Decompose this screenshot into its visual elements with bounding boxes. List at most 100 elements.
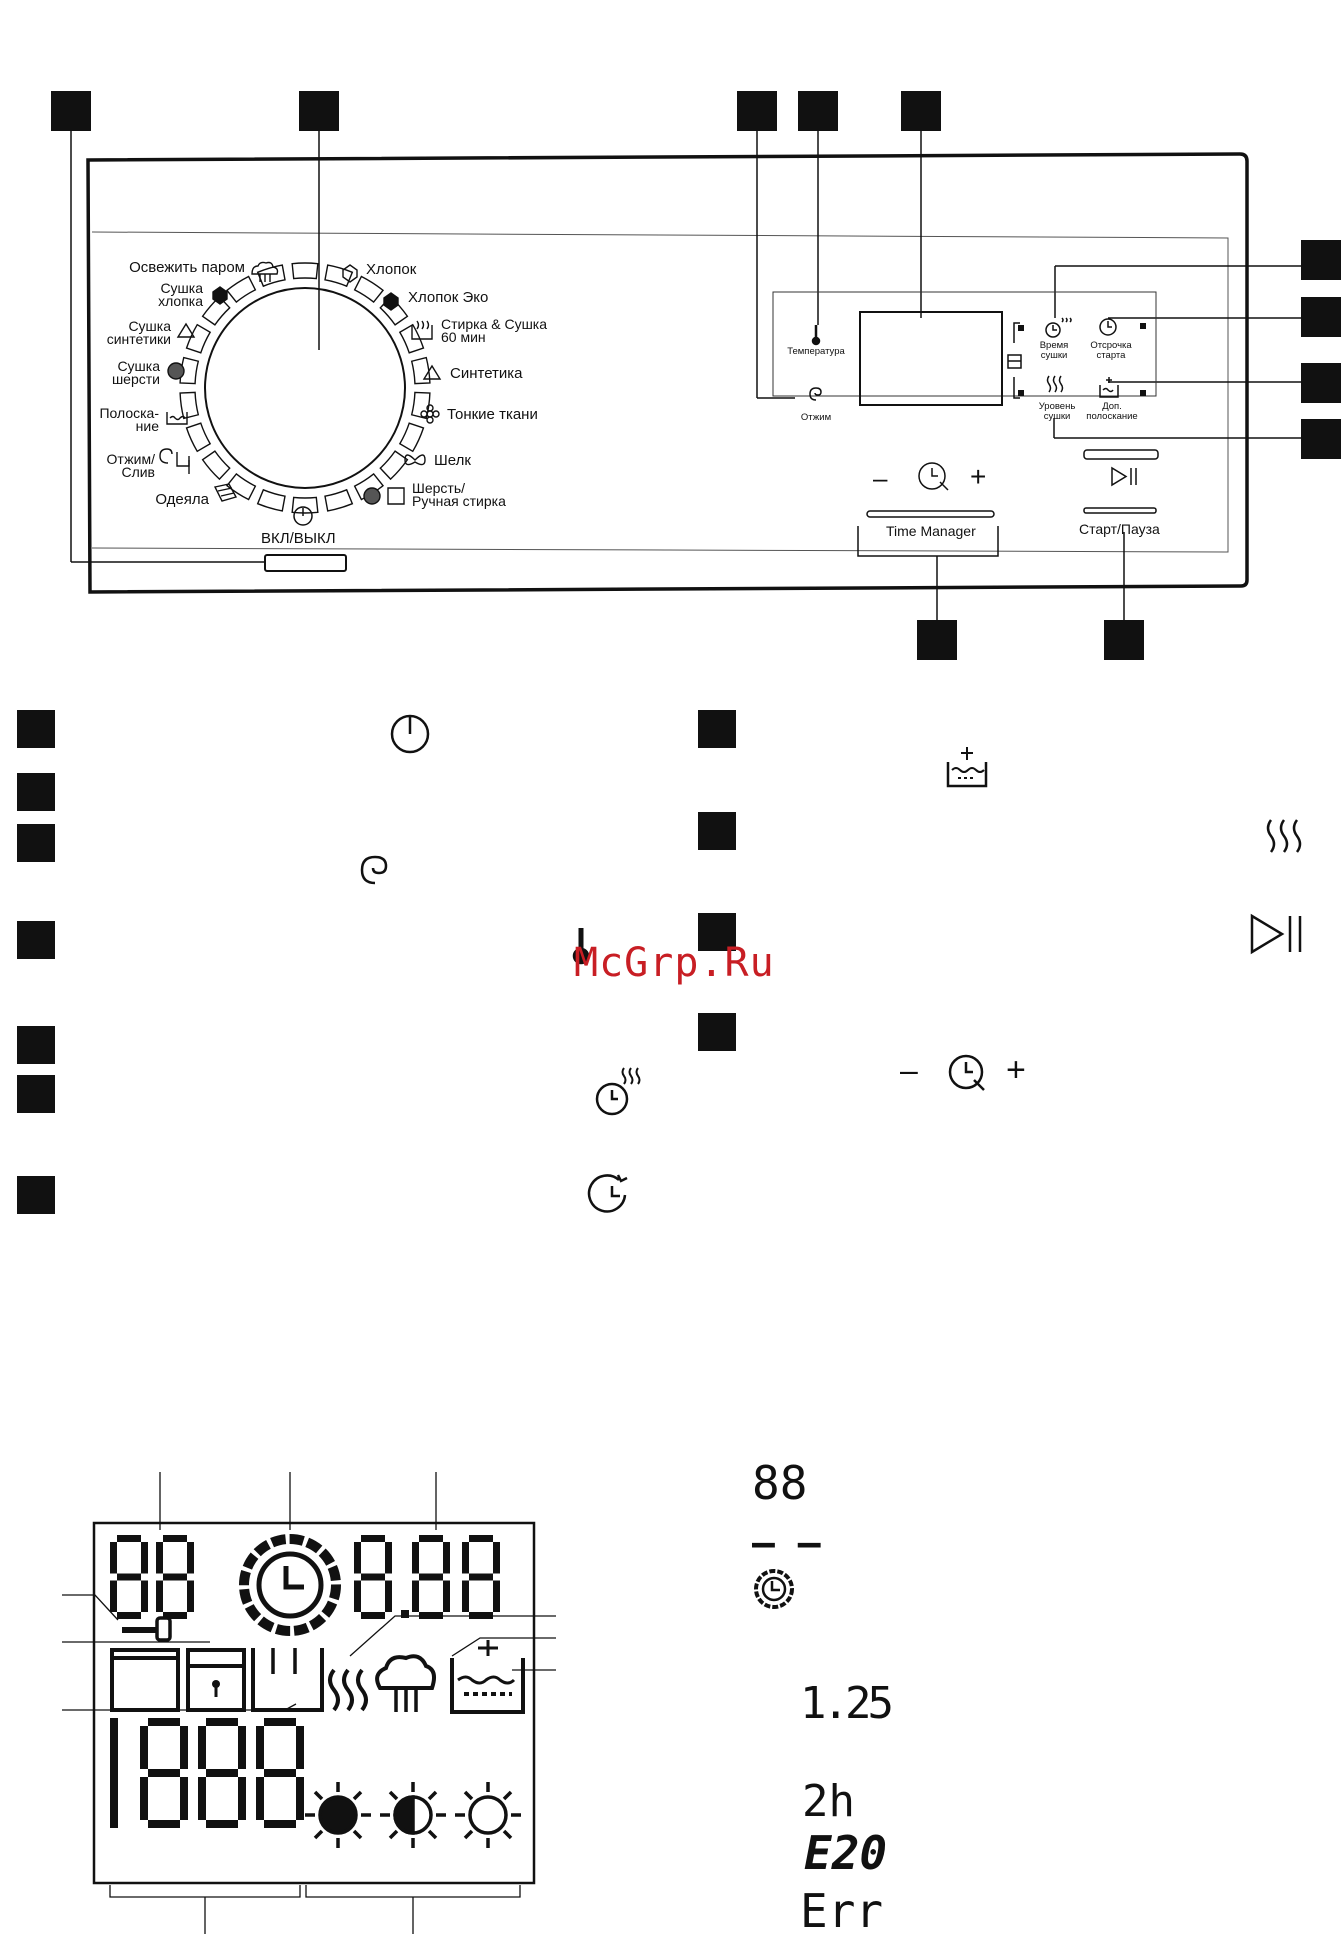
- dial-program-label: Одеяла: [155, 491, 209, 508]
- legend-item-11: [698, 1013, 736, 1051]
- spin-icon: [360, 855, 388, 885]
- lcd-segment: [264, 1718, 296, 1726]
- spin-button-label: Отжим: [800, 412, 832, 423]
- lcd-segment: [110, 1718, 118, 1828]
- temperature-button-label: Температура: [787, 346, 845, 357]
- dial-segment: [324, 488, 354, 512]
- dial-segment-ring: [179, 262, 431, 514]
- lcd-segment: [141, 1542, 148, 1574]
- lcd-segment: [264, 1769, 296, 1777]
- legend-item-10: [698, 913, 736, 951]
- lcd-segment: [469, 1535, 493, 1542]
- lcd-segment: [419, 1535, 443, 1542]
- callout-2: [299, 91, 339, 131]
- control-panel-diagram: Освежить паром Сушка хлопка Сушка синтет…: [0, 0, 1341, 670]
- lcd-segment: [296, 1726, 304, 1769]
- display-example-hours: 2h: [802, 1776, 855, 1827]
- lcd-segment: [493, 1542, 500, 1574]
- lcd-segment: [198, 1777, 206, 1820]
- display-example-two-digit: 88: [752, 1456, 808, 1510]
- lcd-segment: [419, 1573, 443, 1581]
- dial-segment: [226, 275, 257, 304]
- dial-segment: [398, 422, 425, 453]
- callout-8: [1301, 363, 1341, 403]
- lcd-segment: [187, 1542, 194, 1574]
- dial-segment: [398, 323, 425, 354]
- delay-start-button-label: Отсрочка старта: [1090, 340, 1132, 361]
- dial-program-label: Синтетика: [450, 365, 523, 382]
- callout-10: [917, 620, 957, 660]
- lcd-segment: [469, 1573, 493, 1581]
- lcd-segment: [117, 1612, 141, 1619]
- dial-segment: [291, 496, 319, 514]
- callout-4: [798, 91, 838, 131]
- display-example-dashes: – –: [752, 1521, 821, 1565]
- lcd-segment: [469, 1612, 493, 1619]
- display-diagram: 88 – – 1.25 2h E20 Err: [0, 1460, 1341, 1934]
- dial-segment: [226, 472, 257, 501]
- lcd-segment: [163, 1535, 187, 1542]
- lcd-segment: [354, 1542, 361, 1574]
- lcd-segment: [110, 1580, 117, 1612]
- legend-item-9: [698, 812, 736, 850]
- lcd-segment: [148, 1718, 180, 1726]
- lcd-segment: [412, 1542, 419, 1574]
- lcd-segment: [443, 1542, 450, 1574]
- dial-segment: [256, 488, 286, 512]
- extra-rinse-button-label: Доп. полоскание: [1086, 401, 1138, 422]
- dial-segment: [185, 422, 212, 453]
- dial-program-label: Сушка хлопка: [158, 280, 203, 309]
- callout-5: [901, 91, 941, 131]
- lcd-segment: [110, 1542, 117, 1574]
- dial-segment: [185, 323, 212, 354]
- dial-program-label: Сушка шерсти: [111, 358, 160, 387]
- lcd-segment: [180, 1777, 188, 1820]
- lcd-segment: [385, 1580, 392, 1612]
- lcd-segment: [206, 1820, 238, 1828]
- lcd-segment: [180, 1726, 188, 1769]
- lcd-segment: [412, 1580, 419, 1612]
- power-caption: ВКЛ/ВЫКЛ: [261, 530, 336, 547]
- dial-segment: [324, 264, 354, 288]
- dial-segment: [353, 472, 384, 501]
- callout-1: [51, 91, 91, 131]
- dial-program-label: Хлопок Эко: [408, 289, 489, 306]
- legend-item-2: [17, 773, 55, 811]
- dial-program-label: Шерсть/ Ручная стирка: [412, 480, 506, 509]
- dial-segment: [201, 450, 231, 481]
- dial-program-label: Тонкие ткани: [447, 406, 538, 423]
- dial-segment: [410, 356, 431, 385]
- dry-time-icon: [595, 1067, 641, 1116]
- dial-segment: [291, 262, 319, 280]
- callout-3: [737, 91, 777, 131]
- legend-icons: [360, 714, 1302, 1213]
- legend-item-6: [17, 1075, 55, 1113]
- lcd-segment: [419, 1612, 443, 1619]
- lcd-segment: [141, 1580, 148, 1612]
- watermark: McGrp.Ru: [574, 940, 775, 986]
- dry-time-button-label: Время сушки: [1039, 340, 1069, 361]
- callout-9: [1301, 419, 1341, 459]
- lcd-segment: [361, 1612, 385, 1619]
- button-icons: [809, 317, 1137, 491]
- lcd-segment: [148, 1820, 180, 1828]
- lcd-segment: [206, 1769, 238, 1777]
- dial-program-icons: [159, 261, 442, 505]
- dry-level-button-label: Уровень сушки: [1038, 401, 1076, 422]
- callout-6: [1301, 240, 1341, 280]
- delay-clock-icon: [587, 1174, 628, 1213]
- lcd-segment: [117, 1535, 141, 1542]
- dial-segment: [379, 450, 409, 481]
- extra-rinse-icon: [946, 747, 988, 788]
- display-example-clock-icon: [754, 1569, 794, 1609]
- lcd-segment: [462, 1542, 469, 1574]
- legend-plus: +: [1006, 1051, 1026, 1089]
- dial-program-label: Стирка & Сушка 60 мин: [441, 316, 548, 345]
- lcd-segment: [117, 1573, 141, 1581]
- dial-segment: [353, 275, 384, 304]
- dial-program-label: Шелк: [434, 452, 471, 469]
- dial-segment: [256, 264, 286, 288]
- legend-item-1: [17, 710, 55, 748]
- dial-program-label: Освежить паром: [129, 259, 245, 276]
- lcd-segment: [354, 1580, 361, 1612]
